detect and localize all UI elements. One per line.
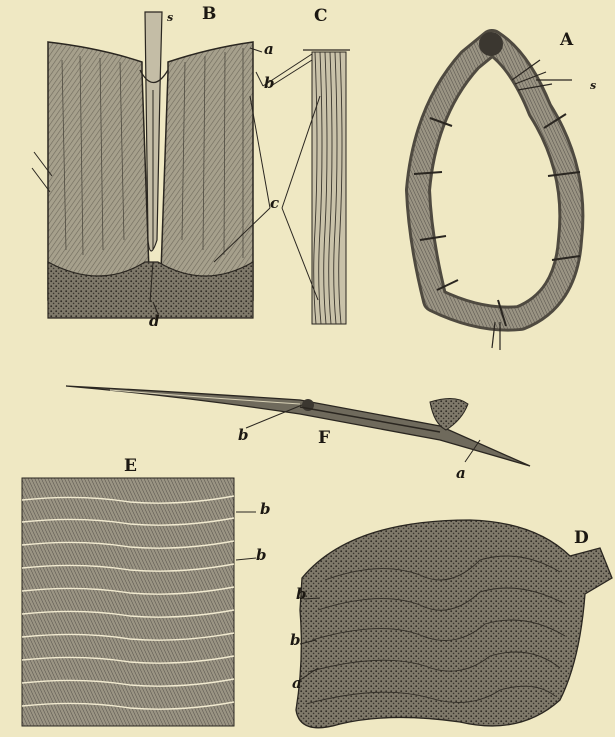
callout-b-figure-f: b <box>238 428 249 443</box>
figure-b-drawing <box>48 12 253 318</box>
callout-d-figure-b: d <box>149 314 160 329</box>
figure-e-drawing <box>22 478 234 726</box>
figure-label-a: A <box>560 32 573 49</box>
figure-label-b: B <box>202 6 216 23</box>
figure-a-drawing <box>414 32 580 350</box>
callout-c-figure-b: c <box>270 196 279 211</box>
callout-b-figure-b: b <box>264 76 275 91</box>
callout-a-figure-b: a <box>264 42 274 57</box>
callout-s-figure-b: s <box>167 12 173 23</box>
callout-b-figure-e-bottom: b <box>256 548 267 563</box>
callout-b-figure-d-bottom: b <box>290 633 301 648</box>
callout-s-figure-a: s <box>590 80 596 91</box>
callout-a-figure-f: a <box>456 466 466 481</box>
figure-d-drawing <box>296 520 612 728</box>
figure-label-c: C <box>314 8 328 25</box>
figure-c-drawing <box>303 50 350 324</box>
callout-a-figure-d: a <box>292 676 302 691</box>
figure-label-f: F <box>318 430 330 447</box>
callout-b-figure-e-top: b <box>260 502 271 517</box>
figure-f-drawing <box>66 386 530 466</box>
callout-b-figure-d-top: b <box>296 587 307 602</box>
figure-label-d: D <box>574 530 589 547</box>
figure-label-e: E <box>124 458 137 475</box>
